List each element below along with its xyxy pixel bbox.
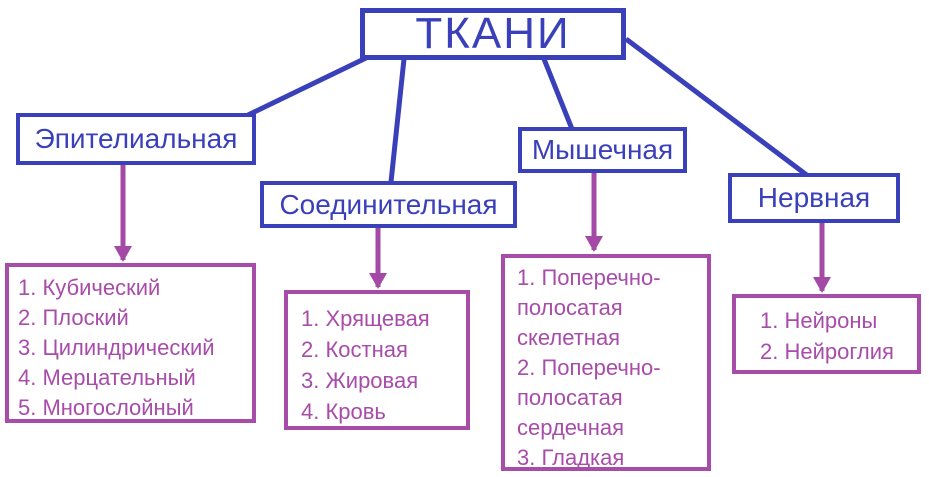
list-epithelial-subtypes: 1. Кубический 2. Плоский 3. Цилиндрическ…	[5, 263, 256, 423]
node-connective: Соединительная	[260, 181, 517, 228]
node-nervous: Нервная	[728, 173, 900, 223]
list-nervous-subtypes: 1. Нейроны 2. Нейроглия	[732, 294, 921, 374]
list-item: 2. Костная	[301, 337, 408, 362]
node-nervous-label: Нервная	[757, 182, 871, 213]
list-item: 4. Мерцательный	[18, 365, 196, 390]
list-item: 2. Поперечно-полосатая сердечная	[517, 355, 661, 440]
list-item: 2. Плоский	[18, 305, 129, 330]
line-title-to-connective	[388, 58, 407, 183]
line-title-to-muscle	[541, 58, 575, 130]
node-muscle: Мышечная	[518, 127, 687, 173]
list-item: 4. Кровь	[301, 399, 386, 424]
list-connective-subtypes: 1. Хрящевая 2. Костная 3. Жировая 4. Кро…	[284, 290, 470, 430]
node-epithelial-label: Эпителиальная	[34, 123, 238, 154]
list-item: 3. Гладкая	[517, 445, 625, 470]
node-muscle-label: Мышечная	[531, 134, 674, 165]
diagram-title: ТКАНИ	[415, 9, 571, 58]
line-title-to-epithelial	[246, 55, 368, 118]
node-connective-label: Соединительная	[279, 188, 498, 220]
list-item: 1. Кубический	[18, 275, 161, 300]
list-item: 1. Нейроны	[760, 308, 878, 333]
list-muscle-subtypes: 1. Поперечно-полосатая скелетная 2. Попе…	[501, 254, 711, 471]
list-item: 1. Хрящевая	[301, 306, 430, 331]
list-item: 3. Жировая	[301, 368, 419, 393]
line-title-to-nervous	[624, 37, 810, 178]
node-epithelial: Эпителиальная	[16, 113, 256, 165]
list-item: 3. Цилиндрический	[18, 335, 215, 360]
list-item: 5. Многослойный	[18, 395, 194, 420]
list-item: 2. Нейроглия	[760, 339, 894, 364]
root-node-tissues: ТКАНИ	[360, 8, 626, 60]
list-item: 1. Поперечно-полосатая скелетная	[517, 265, 661, 350]
